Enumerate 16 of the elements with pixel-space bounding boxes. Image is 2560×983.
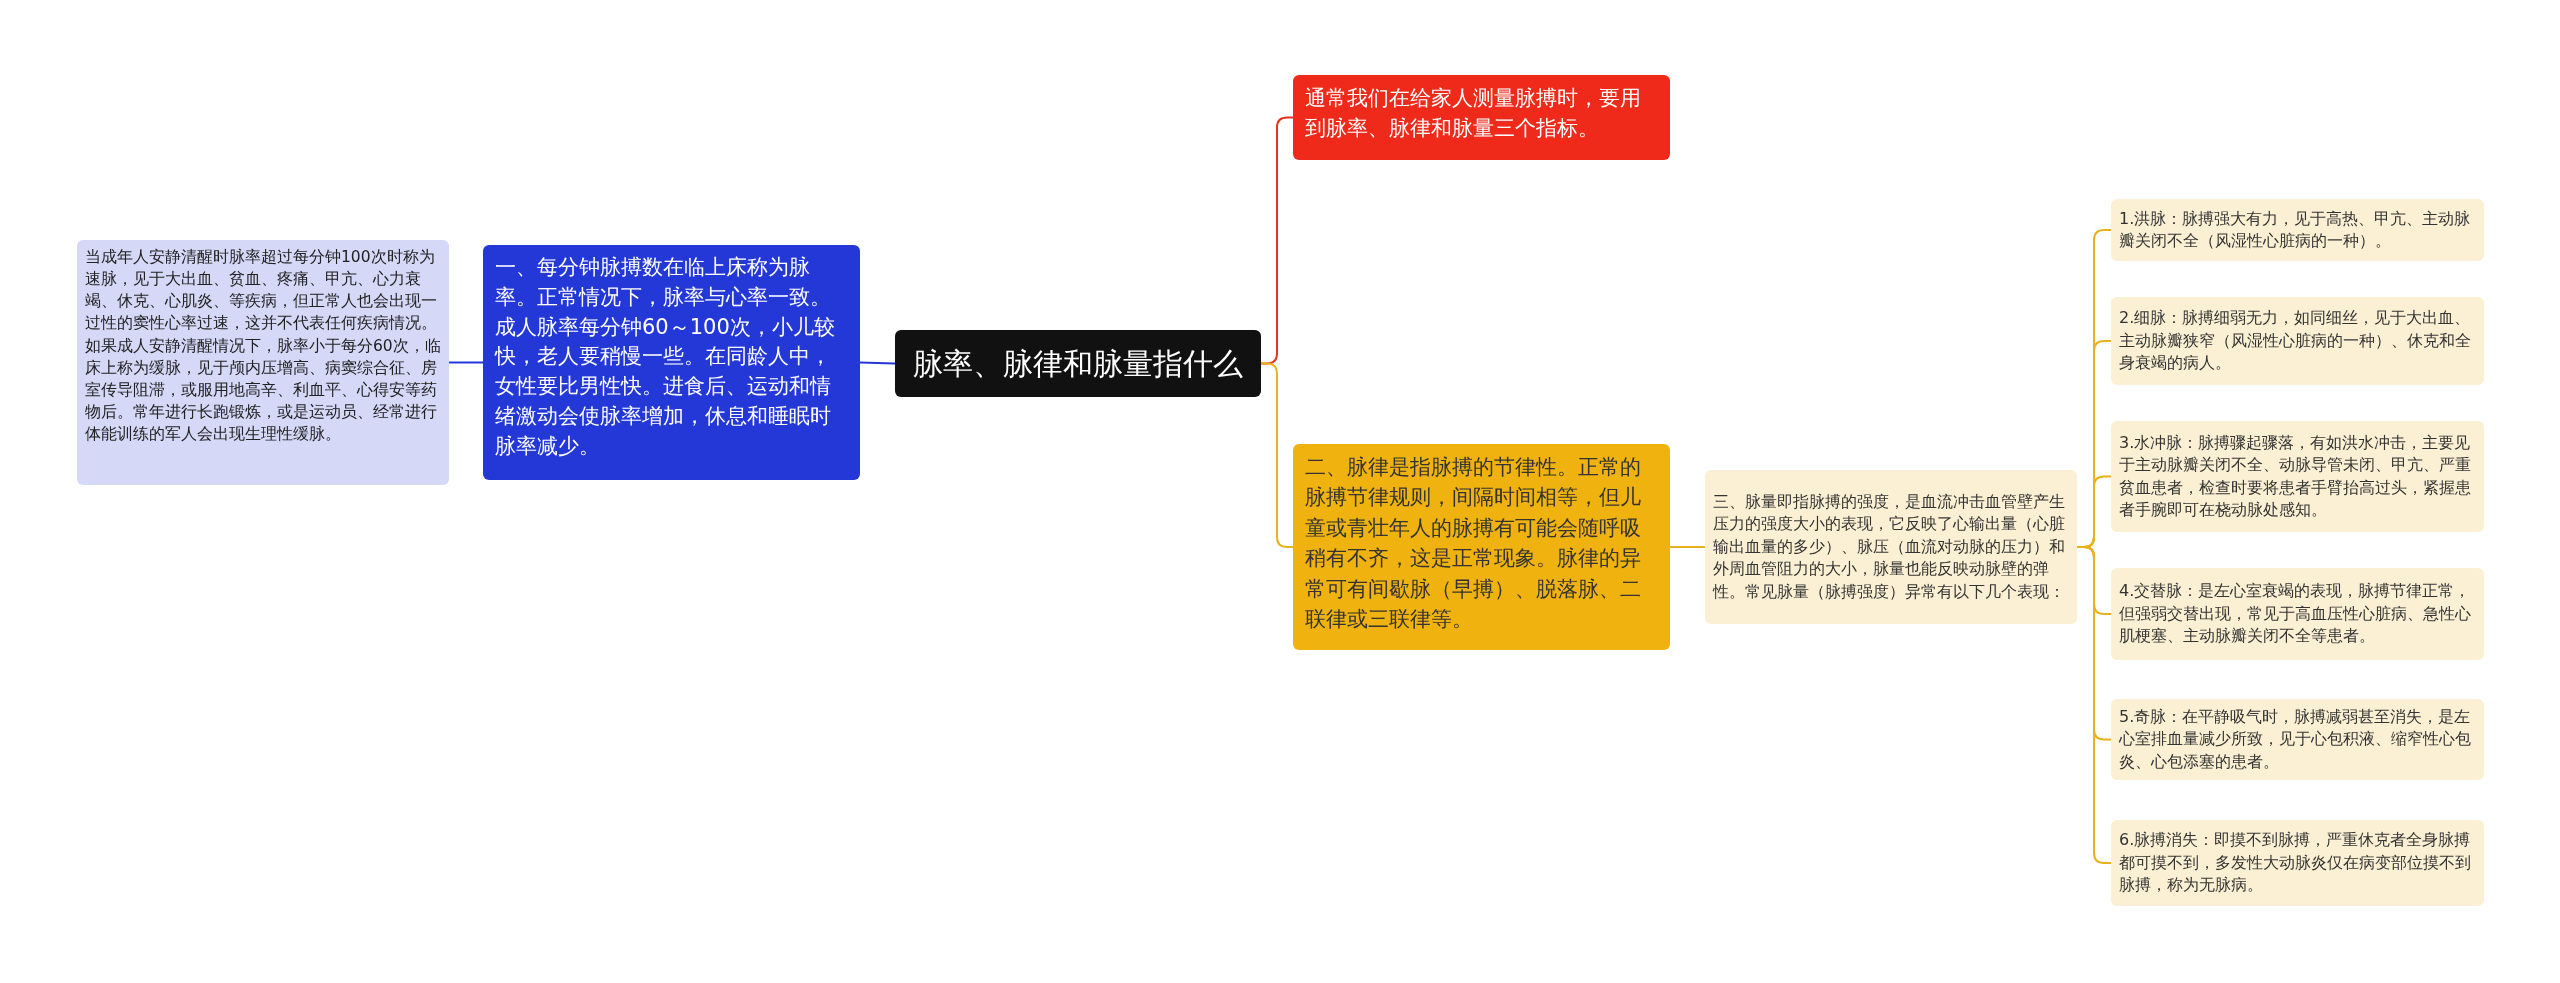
detail-box: 6.脉搏消失：即摸不到脉搏，严重休克者全身脉搏都可摸不到，多发性大动脉炎仅在病变部位摸不到脉搏，称为无脉病。	[2111, 820, 2484, 906]
topic-box: 二、脉律是指脉搏的节律性。正常的脉搏节律规则，间隔时间相等，但儿童或青壮年人的脉搏有可能会随呼吸稍有不齐，这是正常现象。脉律的异常可有间歇脉（早搏）、脱落脉、二联律或三联律等。	[1293, 444, 1670, 650]
topic-box: 一、每分钟脉搏数在临上床称为脉率。正常情况下，脉率与心率一致。成人脉率每分钟60～100次，小儿较快，老人要稍慢一些。在同龄人中，女性要比男性快。进食后、运动和情绪激动会使脉率增加，休息和睡眠时脉率减少。	[483, 245, 860, 480]
detail-box: 1.洪脉：脉搏强大有力，见于高热、甲亢、主动脉瓣关闭不全（风湿性心脏病的一种）。	[2111, 199, 2484, 261]
detail-box: 当成年人安静清醒时脉率超过每分钟100次时称为速脉，见于大出血、贫血、疼痛、甲亢、心力衰竭、休克、心肌炎、等疾病，但正常人也会出现一过性的窦性心率过速，这并不代表任何疾病情况。如果成人安静清醒情况下，脉率小于每分60次，临床上称为缓脉，见于颅内压增高、病窦综合征、房室传导阻滞，或服用地高辛、利血平、心得安等药物后。常年进行长跑锻炼，或是运动员、经常进行体能训练的军人会出现生理性缓脉。	[77, 240, 449, 485]
connector-line	[859, 361, 896, 365]
central-topic-box: 脉率、脉律和脉量指什么	[895, 330, 1261, 397]
topic-box: 通常我们在给家人测量脉搏时，要用到脉率、脉律和脉量三个指标。	[1293, 75, 1670, 160]
detail-box: 3.水冲脉：脉搏骤起骤落，有如洪水冲击，主要见于主动脉瓣关闭不全、动脉导管未闭、甲亢、严重贫血患者，检查时要将患者手臂抬高过头，紧握患者手腕即可在桡动脉处感知。	[2111, 421, 2484, 532]
detail-box: 5.奇脉：在平静吸气时，脉搏减弱甚至消失，是左心室排血量减少所致，见于心包积液、缩窄性心包炎、心包添塞的患者。	[2111, 699, 2484, 780]
detail-box: 三、脉量即指脉搏的强度，是血流冲击血管壁产生压力的强度大小的表现，它反映了心输出量（心脏输出血量的多少）、脉压（血流对动脉的压力）和外周血管阻力的大小，脉量也能反映动脉壁的弹性。常见脉量（脉搏强度）异常有以下几个表现：	[1705, 470, 2077, 624]
connector-line	[2076, 546, 2112, 864]
detail-box: 4.交替脉：是左心室衰竭的表现，脉搏节律正常，但强弱交替出现，常见于高血压性心脏病、急性心肌梗塞、主动脉瓣关闭不全等患者。	[2111, 568, 2484, 660]
connector-line	[1669, 546, 1706, 548]
detail-box: 2.细脉：脉搏细弱无力，如同细丝，见于大出血、主动脉瓣狭窄（风湿性心脏病的一种）、休克和全身衰竭的病人。	[2111, 297, 2484, 385]
connector-line	[448, 361, 484, 364]
